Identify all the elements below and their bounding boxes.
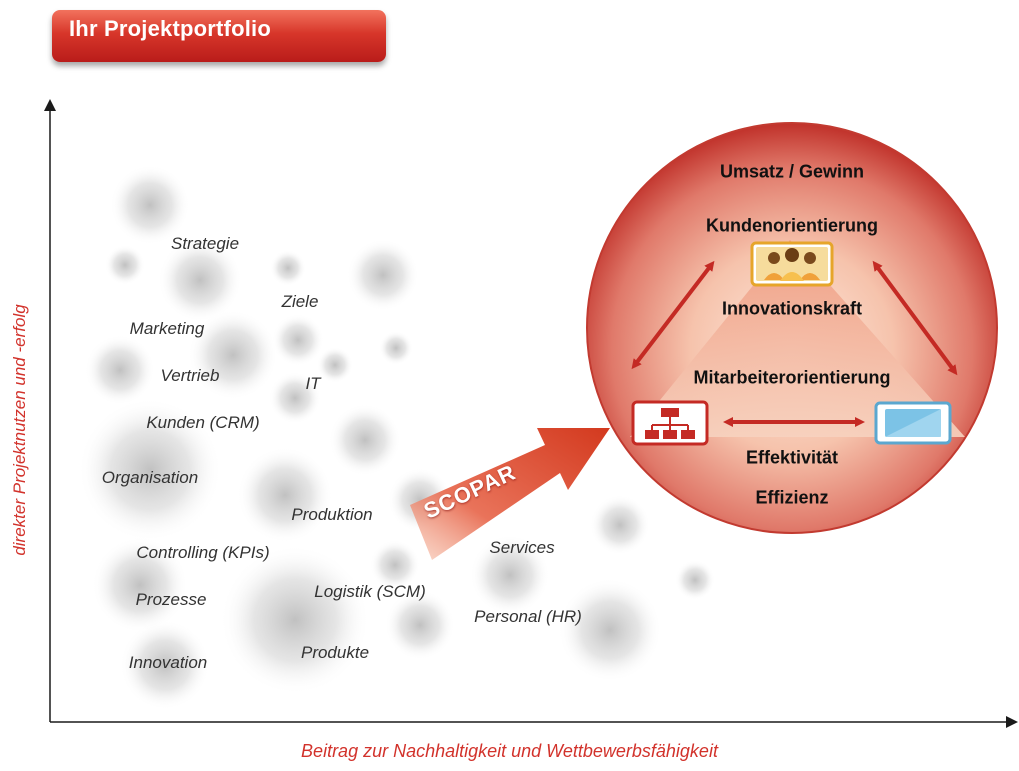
label-ziele: Ziele xyxy=(281,292,319,311)
label-mitarbeiterorientierung: Mitarbeiterorientierung xyxy=(693,367,891,388)
label-umsatz-gewinn: Umsatz / Gewinn xyxy=(719,161,865,182)
label-controlling: Controlling (KPIs) xyxy=(136,543,270,562)
label-vertrieb: Vertrieb xyxy=(160,366,220,385)
label-organisation: Organisation xyxy=(101,468,199,487)
people-icon xyxy=(750,241,834,287)
label-it: IT xyxy=(305,374,321,393)
label-prozesse: Prozesse xyxy=(135,590,207,609)
label-personal: Personal (HR) xyxy=(474,607,582,626)
x-axis-label: Beitrag zur Nachhaltigkeit und Wettbewer… xyxy=(301,741,718,761)
arrow-right-side xyxy=(872,260,958,376)
arrow-left-side xyxy=(631,260,715,370)
label-services: Services xyxy=(489,538,555,557)
title-banner xyxy=(52,10,386,62)
label-marketing: Marketing xyxy=(129,319,205,338)
label-innovationskraft: Innovationskraft xyxy=(721,298,863,319)
label-produkte: Produkte xyxy=(300,643,370,662)
label-effizienz: Effizienz xyxy=(755,487,829,508)
monitor-icon xyxy=(874,401,952,445)
label-kundenorientierung: Kundenorientierung xyxy=(706,215,878,236)
page-title: Ihr Projektportfolio xyxy=(69,16,271,41)
label-kunden: Kunden (CRM) xyxy=(146,413,260,432)
org-chart-icon xyxy=(631,400,709,446)
label-logistik: Logistik (SCM) xyxy=(314,582,426,601)
label-produktion: Produktion xyxy=(291,505,373,524)
y-axis-label: direkter Projektnutzen und -erfolg xyxy=(10,304,29,556)
label-innovation: Innovation xyxy=(128,653,208,672)
label-strategie: Strategie xyxy=(170,234,240,253)
label-effektivitaet: Effektivität xyxy=(745,447,839,468)
bubble-cluster xyxy=(78,165,715,710)
target-triangle xyxy=(630,240,965,437)
scopar-arrow xyxy=(410,428,610,560)
